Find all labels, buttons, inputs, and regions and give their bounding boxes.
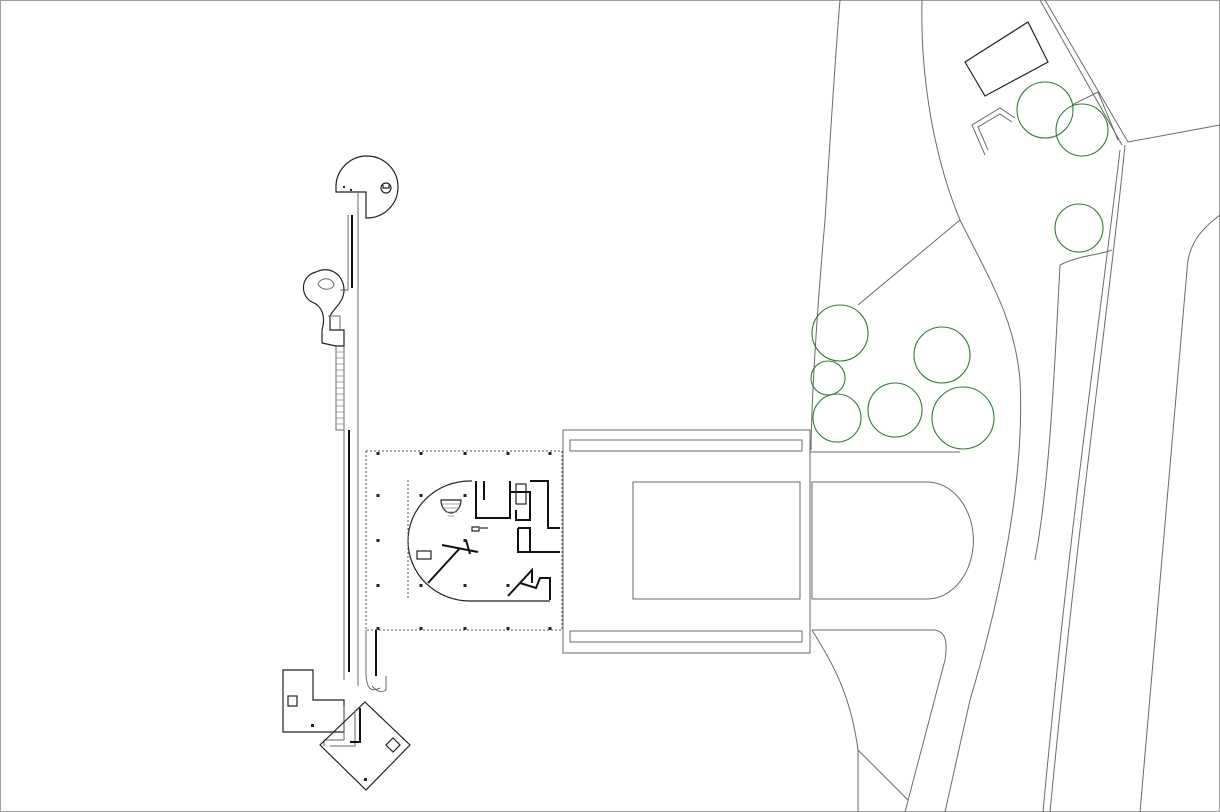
- garden-wall-stub-inner: [977, 113, 1013, 151]
- wall-outbuilding-arm: [1071, 91, 1119, 141]
- south-link-wall: [323, 706, 345, 746]
- path-diagonal-north: [857, 219, 961, 306]
- garden-wall-stub: [971, 107, 1016, 156]
- tree-icon: [867, 382, 923, 438]
- south-pavilions: [282, 669, 411, 791]
- tree-icon: [811, 304, 869, 362]
- path-south-curve: [812, 629, 947, 812]
- pool-step: [328, 315, 341, 330]
- diamond-connector: [371, 676, 387, 693]
- road-corner-north: [1044, 0, 1220, 143]
- road-edge-east: [1139, 214, 1220, 812]
- fireplace-icon: [380, 182, 392, 194]
- round-pavilion-wall: [335, 155, 399, 219]
- tree-icon: [931, 386, 995, 450]
- lawn-panel-rounded: [811, 481, 974, 600]
- tree-icon: [812, 393, 862, 443]
- trees: [810, 81, 1109, 450]
- pool-island: [317, 278, 335, 290]
- road-edge-west-inner: [1042, 149, 1121, 812]
- path-boundary-left: [810, 0, 841, 451]
- diamond-inner-wall-bold: [350, 708, 361, 743]
- path-lower-edge: [811, 629, 859, 812]
- road-parallel-north: [1039, 0, 1123, 146]
- planter-north: [569, 439, 803, 452]
- path-garden-edge: [1034, 264, 1061, 561]
- fence-line: [1059, 249, 1113, 266]
- interior-walls: [427, 480, 560, 600]
- service-cabinet: [515, 483, 527, 505]
- spiral-stair: [440, 499, 462, 517]
- tree-icon: [810, 360, 846, 396]
- pool-outline: [302, 269, 345, 347]
- path-southwest-line: [857, 749, 909, 801]
- column-grid: [376, 452, 552, 630]
- entry-curve: [365, 630, 381, 691]
- forecourt-outline: [562, 429, 811, 654]
- walkway-bench-slats: [336, 351, 344, 425]
- fixture-small: [471, 526, 480, 532]
- outbuilding: [964, 21, 1049, 97]
- planter-south: [569, 630, 803, 643]
- forecourt: [562, 429, 974, 654]
- path-boundary-curve: [921, 0, 1022, 812]
- north-round-pavilion: [335, 155, 399, 219]
- tree-icon: [913, 326, 971, 384]
- fireplace-detail: [382, 185, 390, 189]
- covered-walkway: [335, 195, 381, 691]
- road-edge-west: [1049, 144, 1126, 812]
- diamond-inner-wall: [330, 710, 356, 747]
- tree-icon: [1055, 103, 1109, 157]
- walkway-wall-a: [340, 215, 349, 291]
- south-square-pavilion: [282, 669, 345, 733]
- tree-icon: [1054, 203, 1104, 253]
- fixture: [416, 550, 432, 560]
- diamond-pavilion: [319, 701, 411, 791]
- diamond-fireplace-icon: [385, 737, 401, 753]
- pavilion: [365, 450, 563, 631]
- site-landscape: [810, 0, 1220, 812]
- walkway-bench: [335, 346, 344, 431]
- reflecting-pool: [302, 269, 345, 347]
- south-fixture: [287, 695, 298, 707]
- tree-icon: [1016, 81, 1074, 139]
- lawn-panel: [632, 481, 801, 600]
